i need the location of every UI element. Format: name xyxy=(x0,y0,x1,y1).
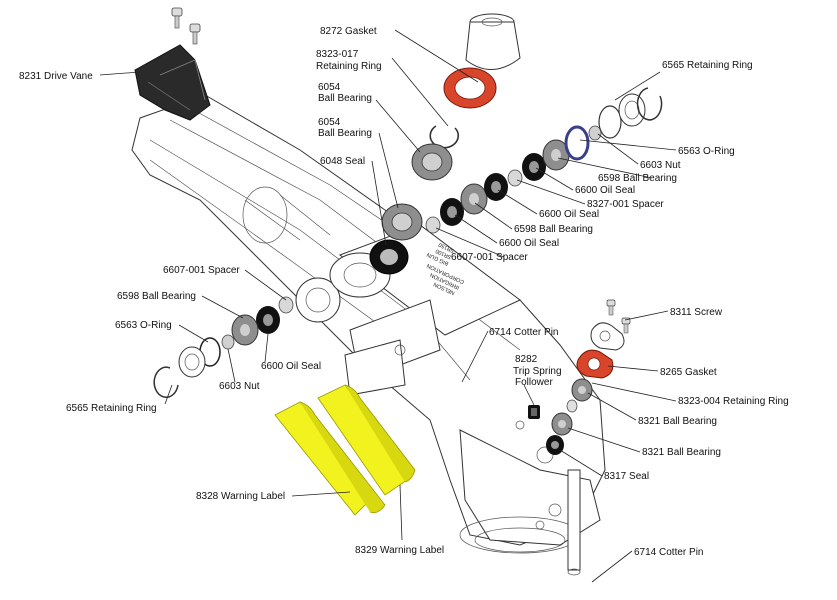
ball-bearing-8321-b xyxy=(551,412,573,436)
cover-plate xyxy=(590,322,625,351)
seal-8317 xyxy=(546,435,564,455)
label-6714-a: 6714 Cotter Pin xyxy=(489,327,559,338)
ball-bearing-6598-mid xyxy=(460,183,488,215)
label-6603-top: 6603 Nut xyxy=(640,160,681,171)
label-8282-desc-1: Trip Spring xyxy=(513,366,562,377)
label-6563-top: 6563 O-Ring xyxy=(678,146,735,157)
label-8282: 8282 xyxy=(515,354,538,365)
label-6600-b: 6600 Oil Seal xyxy=(539,209,599,220)
label-8265-gasket: 8265 Gasket xyxy=(660,367,717,378)
label-6600-left: 6600 Oil Seal xyxy=(261,361,321,372)
label-6054-a: 6054 xyxy=(318,82,341,93)
label-6598-top: 6598 Ball Bearing xyxy=(598,173,677,184)
spacer-6607-001-left xyxy=(278,296,294,314)
label-8329-warning: 8329 Warning Label xyxy=(355,545,444,556)
trip-spring-follower-8282 xyxy=(528,405,540,419)
part-labels: 8272 Gasket 8323-017 Retaining Ring 6565… xyxy=(19,26,789,558)
seal-6048 xyxy=(369,239,409,275)
label-6714-b: 6714 Cotter Pin xyxy=(634,547,704,558)
label-6600-a: 6600 Oil Seal xyxy=(575,185,635,196)
label-8317-seal: 8317 Seal xyxy=(604,471,649,482)
end-cap-top-right xyxy=(618,93,646,127)
oil-seal-6600-left xyxy=(256,306,280,334)
ball-bearing-6054-a xyxy=(411,143,453,181)
warning-label-8328 xyxy=(274,401,386,516)
screws-8311 xyxy=(606,299,631,334)
label-8282-desc-2: Follower xyxy=(515,377,553,388)
label-6603-left: 6603 Nut xyxy=(219,381,260,392)
label-6054-a-desc: Ball Bearing xyxy=(318,93,372,104)
label-6563-left: 6563 O-Ring xyxy=(115,320,172,331)
spacer-small xyxy=(566,399,578,413)
label-6598-left: 6598 Ball Bearing xyxy=(117,291,196,302)
oil-seal-6600-c xyxy=(440,198,464,226)
drive-vane xyxy=(134,7,211,121)
label-6607-left: 6607-001 Spacer xyxy=(163,265,240,276)
warning-label-8329 xyxy=(317,384,416,496)
oil-seal-6600-b xyxy=(484,173,508,201)
label-8327-001: 8327-001 Spacer xyxy=(587,199,664,210)
label-8231-drive-vane: 8231 Drive Vane xyxy=(19,71,93,82)
nut-6603-left xyxy=(221,334,235,350)
spacer-6607-001-right xyxy=(425,216,441,234)
leader-lines xyxy=(99,29,677,583)
label-6607-right: 6607-001 Spacer xyxy=(451,252,528,263)
ball-bearing-6598-top xyxy=(542,139,570,171)
label-6054-b-desc: Ball Bearing xyxy=(318,128,372,139)
label-8323-017: 8323-017 xyxy=(316,49,359,60)
spacer-8327-001 xyxy=(507,169,523,187)
ball-bearing-6598-left xyxy=(231,314,259,346)
gasket-8272 xyxy=(443,67,497,109)
label-6600-c: 6600 Oil Seal xyxy=(499,238,559,249)
label-8321-a: 8321 Ball Bearing xyxy=(638,416,717,427)
label-6054-b: 6054 xyxy=(318,117,341,128)
ball-bearing-6054-b xyxy=(381,203,423,241)
label-8323-004: 8323-004 Retaining Ring xyxy=(678,396,789,407)
label-6598-mid: 6598 Ball Bearing xyxy=(514,224,593,235)
retaining-ring-6565-top xyxy=(636,87,663,121)
oil-seal-6600-a xyxy=(522,153,546,181)
sprinkler-arm-body xyxy=(131,94,606,576)
nut-6603-top xyxy=(588,125,602,141)
label-8272-gasket: 8272 Gasket xyxy=(320,26,377,37)
label-6565-left: 6565 Retaining Ring xyxy=(66,403,157,414)
label-8311-screw: 8311 Screw xyxy=(670,307,723,318)
ball-bearing-8321-a xyxy=(571,378,593,402)
gasket-8265 xyxy=(576,349,614,379)
screw-icon xyxy=(189,23,201,33)
label-8321-b: 8321 Ball Bearing xyxy=(642,447,721,458)
retaining-ring-6565-left xyxy=(153,366,179,398)
label-8328-warning: 8328 Warning Label xyxy=(196,491,285,502)
o-ring-6563-top xyxy=(564,125,590,161)
o-ring-6563-thin xyxy=(598,105,622,139)
end-cap-left xyxy=(178,346,206,378)
screw-icon xyxy=(171,7,183,17)
label-6048-seal: 6048 Seal xyxy=(320,156,365,167)
label-6565-top: 6565 Retaining Ring xyxy=(662,60,753,71)
cap-nut xyxy=(465,13,521,70)
label-8323-017-desc: Retaining Ring xyxy=(316,61,382,72)
